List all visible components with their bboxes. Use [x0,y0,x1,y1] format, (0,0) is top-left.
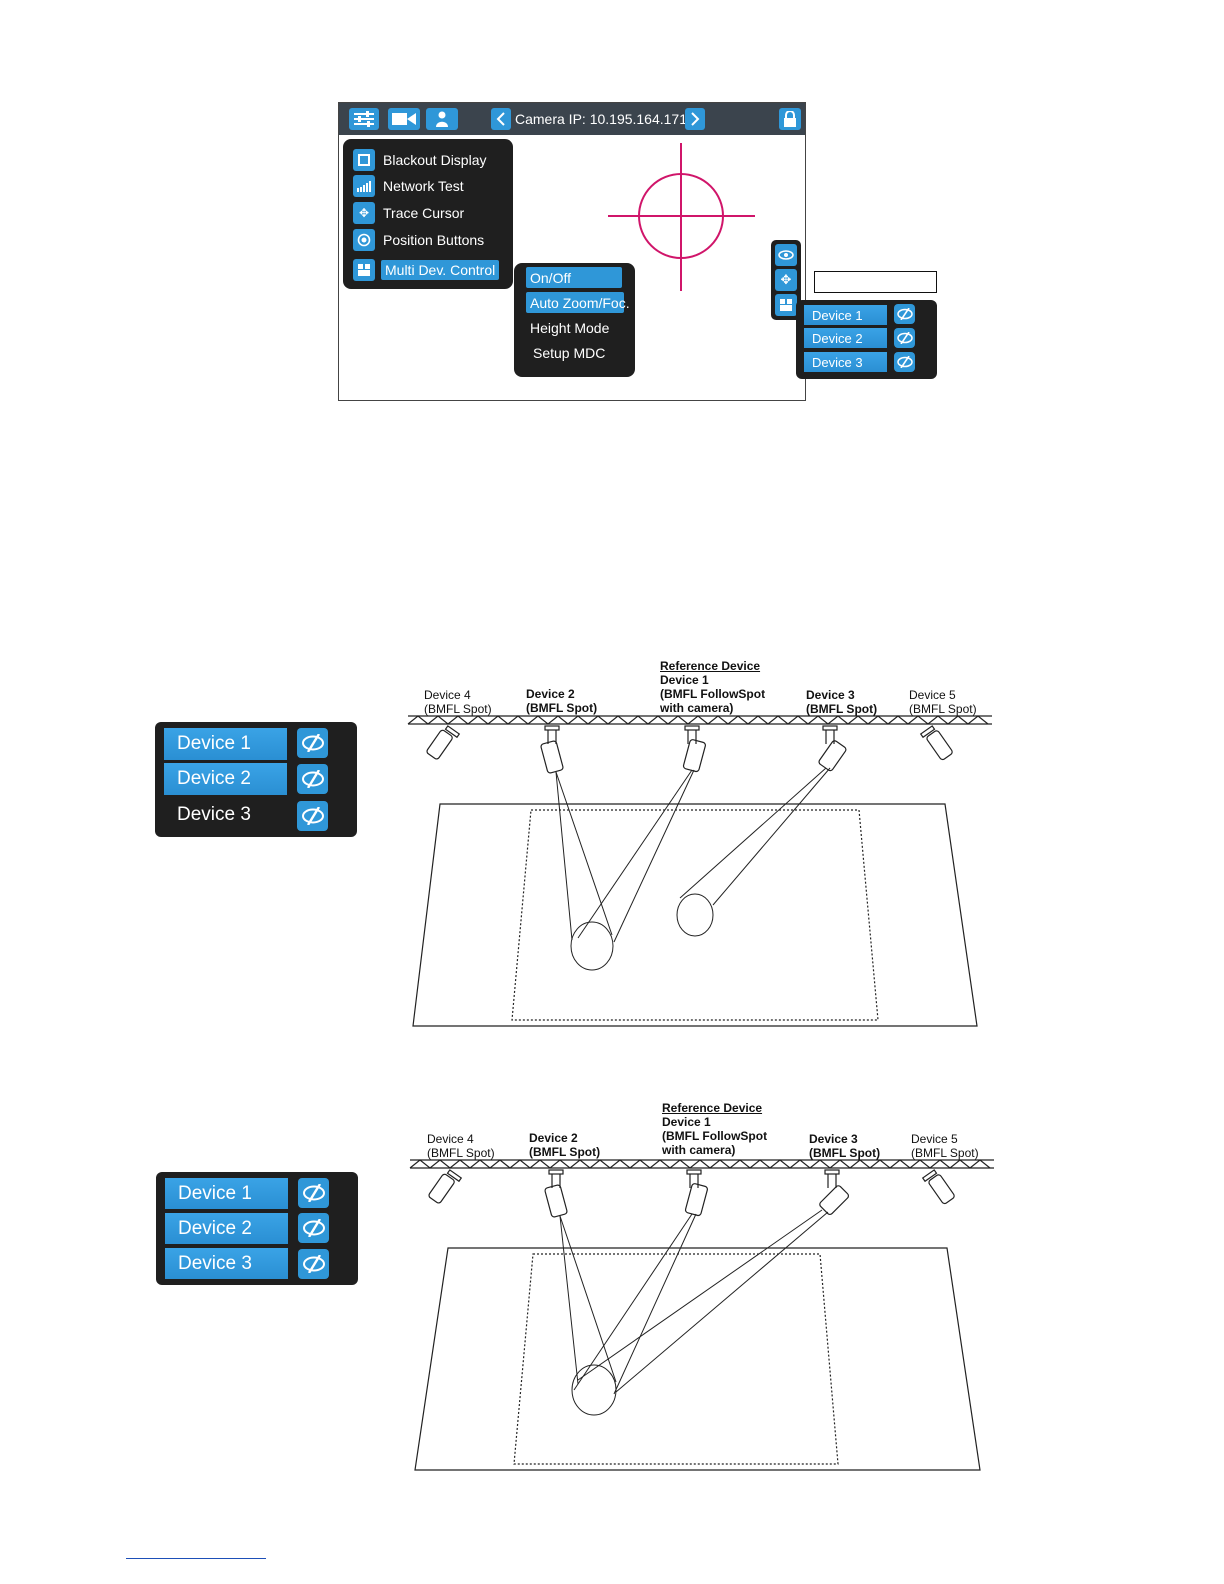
mdc-submenu: On/Off Auto Zoom/Foc. Height Mode Setup … [514,263,635,377]
empty-callout-box [814,271,937,293]
device-2-label: Device 2(BMFL Spot) [526,687,598,715]
chevron-right-icon[interactable] [685,108,705,130]
target-crosshair [608,143,755,291]
submenu-height-mode[interactable]: Height Mode [530,319,610,336]
touchscreen-screenshot: Camera IP: 10.195.164.171 Blackout Displ… [338,102,806,401]
footer-rule [126,1558,266,1559]
menu-item-multi-dev-control[interactable]: Multi Dev. Control [353,259,500,281]
eye-off-icon[interactable] [894,352,915,372]
eye-off-icon[interactable] [894,328,915,348]
device-1-button[interactable]: Device 1 [804,305,887,325]
reference-device-label: Reference Device Device 1 (BMFL FollowSp… [662,1101,768,1157]
eye-off-icon[interactable] [298,1249,329,1279]
submenu-setup-mdc[interactable]: Setup MDC [533,344,606,361]
square-icon [353,149,375,171]
device-4-label: Device 4(BMFL Spot) [427,1132,495,1160]
menu-item-trace-cursor[interactable]: ✥ Trace Cursor [353,202,464,224]
devices-icon [353,259,375,281]
device-panel-small: Device 1 Device 2 Device 3 [796,300,937,379]
eye-off-icon[interactable] [297,728,328,758]
device-2-label: Device 2(BMFL Spot) [529,1131,601,1159]
top-bar: Camera IP: 10.195.164.171 [339,103,805,135]
eye-off-icon[interactable] [297,764,328,794]
device-2-button[interactable]: Device 2 [164,763,287,795]
signal-bars-icon [353,175,375,197]
menu-item-network-test[interactable]: Network Test [353,175,464,197]
device-3-button[interactable]: Device 3 [177,804,251,825]
device-3-button[interactable]: Device 3 [165,1248,288,1279]
side-icon-strip: ✥ [771,240,801,320]
menu-item-label: Position Buttons [383,232,485,248]
menu-item-label: Multi Dev. Control [381,260,500,280]
stage-diagram-2 [409,1159,994,1471]
device-2-button[interactable]: Device 2 [165,1213,288,1244]
device-1-button[interactable]: Device 1 [165,1178,288,1209]
menu-item-position-buttons[interactable]: Position Buttons [353,229,484,251]
video-camera-icon[interactable] [388,108,420,130]
menu-item-label: Blackout Display [383,152,487,168]
device-3-label: Device 3(BMFL Spot) [806,688,878,716]
move-arrows-icon: ✥ [353,202,375,224]
main-menu: Blackout Display Network Test ✥ Trace Cu… [343,139,513,289]
menu-item-blackout-display[interactable]: Blackout Display [353,149,487,171]
submenu-on-off[interactable]: On/Off [526,267,622,288]
eye-off-icon[interactable] [894,304,915,324]
device-panel-diagram-2: Device 1 Device 2 Device 3 [156,1172,358,1285]
move-arrows-icon[interactable]: ✥ [775,269,797,291]
menu-item-label: Network Test [383,178,464,194]
menu-item-label: Trace Cursor [383,205,465,221]
device-4-label: Device 4(BMFL Spot) [424,688,492,716]
submenu-auto-zoom-focus[interactable]: Auto Zoom/Foc. [526,292,630,313]
device-3-label: Device 3(BMFL Spot) [809,1132,881,1160]
reference-device-label: Reference Device Device 1 (BMFL FollowSp… [660,659,766,715]
target-icon [353,229,375,251]
stage-diagram-1 [407,715,992,1027]
lock-icon[interactable] [779,108,801,130]
user-icon[interactable] [426,108,458,130]
device-5-label: Device 5(BMFL Spot) [909,688,977,716]
chevron-left-icon[interactable] [491,108,511,130]
devices-icon[interactable] [775,294,797,316]
device-5-label: Device 5(BMFL Spot) [911,1132,979,1160]
eye-off-icon[interactable] [298,1213,329,1243]
device-panel-diagram-1: Device 1 Device 2 Device 3 [155,722,357,837]
eye-off-icon[interactable] [297,801,328,831]
sliders-icon[interactable] [349,108,379,130]
eye-icon[interactable] [775,244,797,266]
eye-off-icon[interactable] [298,1178,329,1208]
device-2-button[interactable]: Device 2 [804,328,887,348]
camera-ip-label: Camera IP: 10.195.164.171 [515,111,688,127]
device-1-button[interactable]: Device 1 [164,728,287,760]
device-3-button[interactable]: Device 3 [804,352,887,372]
